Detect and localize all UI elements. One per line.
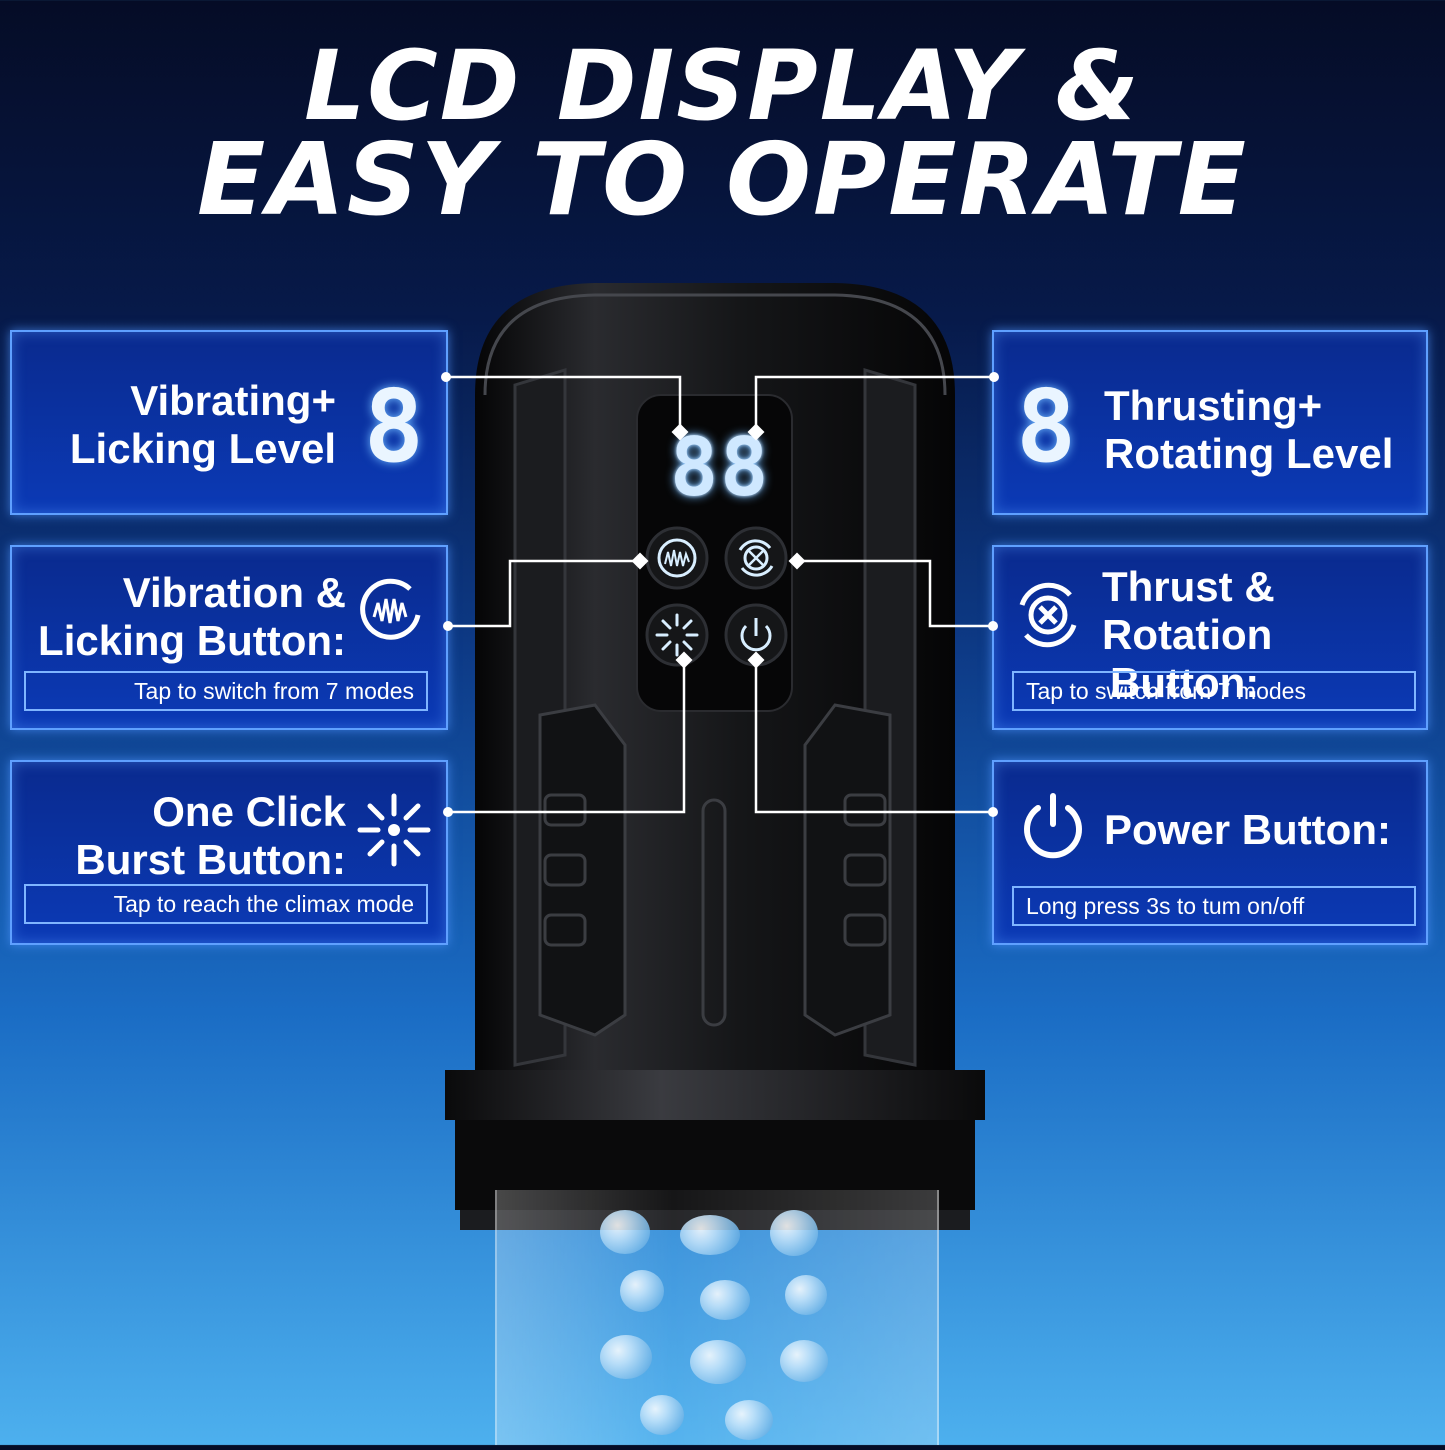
thrusting-level-panel: 8 Thrusting+ Rotating Level: [992, 330, 1428, 515]
burst-button-line1: One Click: [152, 788, 346, 835]
burst-button-hint: Tap to reach the climax mode: [24, 884, 428, 924]
power-button-panel: Power Button: Long press 3s to tum on/of…: [992, 760, 1428, 945]
thrust-button-line1: Thrust & Rotation: [1102, 563, 1275, 658]
thrusting-level-digit: 8: [1016, 368, 1077, 485]
vibrating-level-line2: Licking Level: [69, 425, 336, 472]
vibration-button-line1: Vibration &: [122, 569, 346, 616]
power-button-hint: Long press 3s to tum on/off: [1012, 886, 1416, 926]
vibration-button-panel: Vibration & Licking Button: Tap to switc…: [10, 545, 448, 730]
thrusting-level-line1: Thrusting+: [1104, 382, 1323, 429]
vibrating-level-line1: Vibrating+: [130, 377, 336, 424]
thrust-button-line2: Button:: [1110, 659, 1260, 706]
power-button-title: Power Button:: [1104, 806, 1391, 853]
thrust-button-hint: Tap to switch from 7 modes: [1012, 671, 1416, 711]
vibrating-level-digit: 8: [363, 368, 424, 485]
burst-icon: [357, 793, 431, 867]
thrust-button-panel: Thrust & Rotation Button: Tap to switch …: [992, 545, 1428, 730]
power-icon: [1024, 793, 1082, 859]
thrust-rotation-icon: [1019, 582, 1077, 648]
title-line-2: EASY TO OPERATE: [197, 121, 1248, 238]
vibrating-level-panel: Vibrating+ Licking Level 8: [10, 330, 448, 515]
title-line-1: LCD DISPLAY &: [304, 30, 1141, 142]
vibration-button-hint: Tap to switch from 7 modes: [24, 671, 428, 711]
vibration-button-line2: Licking Button:: [38, 617, 346, 664]
lcd-readout: 88: [670, 421, 771, 514]
burst-button-panel: One Click Burst Button: Tap to reach the…: [10, 760, 448, 945]
burst-button-line2: Burst Button:: [75, 836, 346, 883]
vibration-icon: [360, 578, 421, 640]
thrusting-level-line2: Rotating Level: [1104, 430, 1394, 477]
